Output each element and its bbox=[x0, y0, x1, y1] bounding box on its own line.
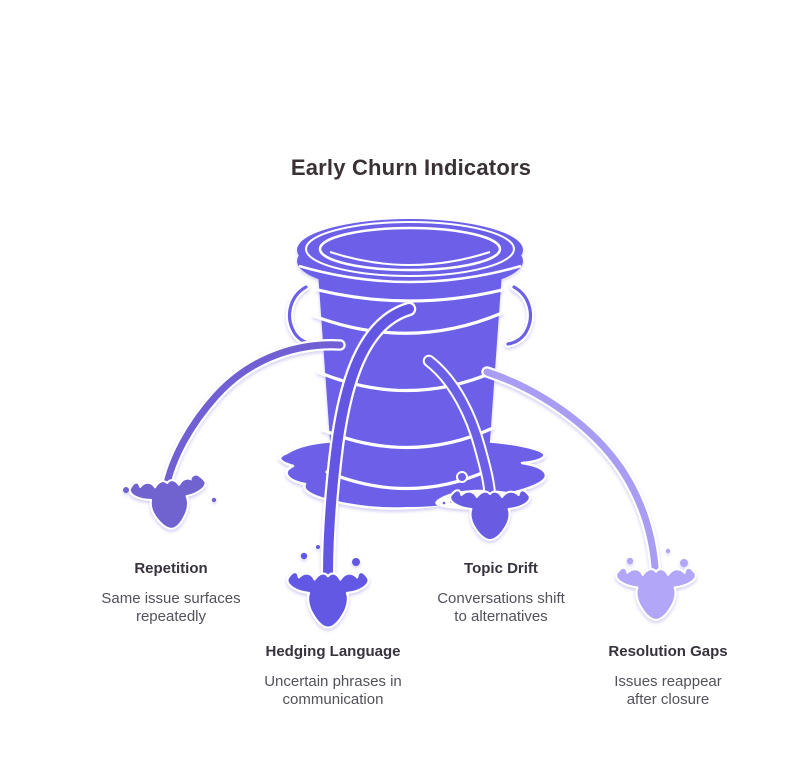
stream-repetition bbox=[160, 339, 346, 494]
indicator-description: Uncertain phrases in communication bbox=[264, 673, 402, 708]
stream-topic bbox=[422, 354, 497, 503]
droplets-repetition bbox=[123, 475, 217, 503]
page-title: Early Churn Indicators bbox=[290, 155, 532, 180]
droplets-resolution bbox=[626, 548, 688, 567]
stream-resolution bbox=[481, 366, 661, 573]
indicator-hedging-language: Hedging Language Uncertain phrases in co… bbox=[223, 643, 443, 709]
indicator-description: Issues reappear after closure bbox=[614, 673, 722, 708]
bucket-icon bbox=[285, 219, 535, 507]
indicator-label: Hedging Language bbox=[265, 643, 401, 660]
indicator-description: Same issue surfaces repeatedly bbox=[101, 590, 241, 625]
indicator-resolution-gaps: Resolution Gaps Issues reappear after cl… bbox=[558, 643, 778, 709]
indicator-label: Repetition bbox=[134, 560, 208, 577]
indicator-label: Topic Drift bbox=[464, 560, 538, 577]
splash-resolution bbox=[615, 566, 697, 622]
bubble bbox=[456, 471, 468, 483]
indicator-topic-drift: Topic Drift Conversations shift to alter… bbox=[391, 560, 611, 626]
droplets-hedging bbox=[300, 545, 360, 566]
splash-hedging bbox=[286, 570, 370, 629]
indicator-label: Resolution Gaps bbox=[608, 643, 728, 660]
indicator-description: Conversations shift to alternatives bbox=[437, 590, 565, 625]
stream-hedging bbox=[320, 301, 417, 583]
indicator-repetition: Repetition Same issue surfaces repeatedl… bbox=[61, 560, 281, 626]
splash-topic bbox=[449, 489, 531, 542]
